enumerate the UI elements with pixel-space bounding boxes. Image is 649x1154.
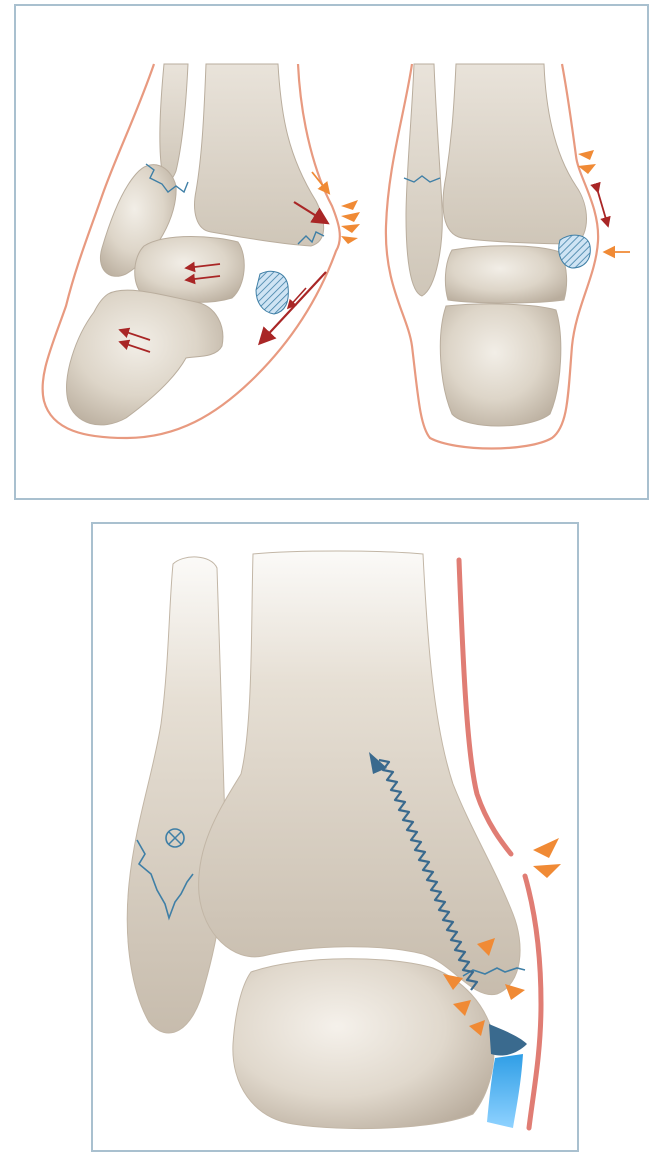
anterior-hatched-fragment bbox=[559, 235, 591, 268]
bottom-illustration-panel bbox=[91, 522, 579, 1152]
lateral-calcaneus-bone bbox=[67, 290, 223, 425]
detail-skin-outline-upper bbox=[459, 560, 511, 854]
top-illustration-panel bbox=[14, 4, 649, 500]
force-arrow-double-medial bbox=[598, 192, 608, 226]
lateral-hatched-fragment bbox=[256, 271, 288, 314]
anterior-view-group bbox=[386, 64, 630, 449]
anterior-calcaneus-bone bbox=[440, 304, 560, 426]
impact-arrowheads-lateral bbox=[341, 200, 360, 244]
detail-skin-outline-lower bbox=[525, 876, 541, 1128]
detail-fibula-bone bbox=[127, 557, 225, 1033]
lateral-tibia-bone bbox=[195, 64, 324, 246]
impact-arrow-orange-lateral bbox=[312, 172, 328, 192]
bottom-illustration-svg bbox=[93, 524, 581, 1154]
lateral-fibula-bone bbox=[160, 64, 188, 181]
lateral-view-group bbox=[43, 64, 360, 438]
anterior-talus-bone bbox=[445, 246, 566, 303]
top-illustration-svg bbox=[16, 6, 649, 502]
anterior-tibia-bone bbox=[443, 64, 586, 244]
impact-arrowheads-outer bbox=[533, 838, 561, 878]
ligament-anchor-bottom bbox=[489, 1024, 527, 1056]
